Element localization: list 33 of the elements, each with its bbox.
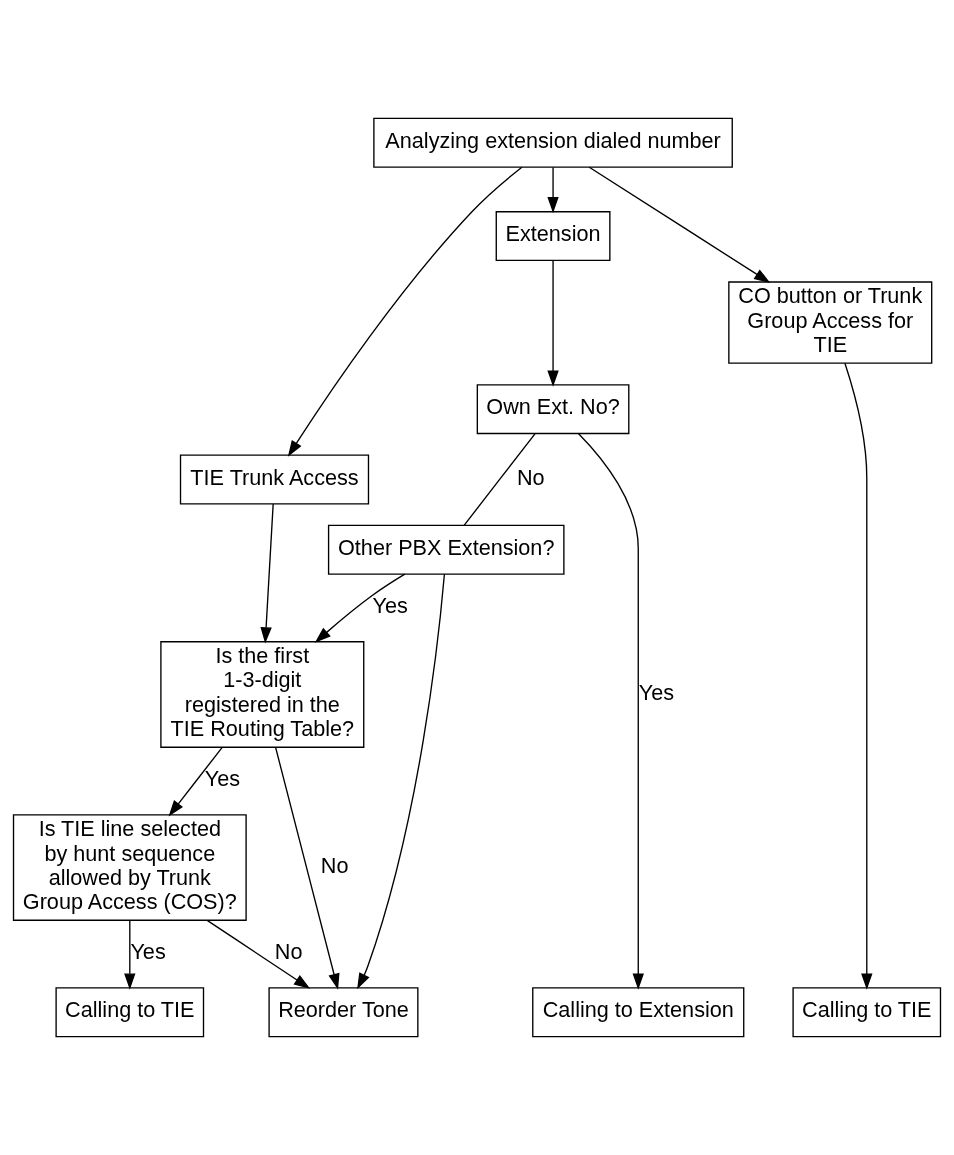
arrow [274, 746, 340, 990]
connector [463, 433, 536, 527]
arrow [547, 166, 559, 214]
node-box: TIE Trunk Access [179, 454, 370, 505]
arrow [357, 573, 446, 990]
edge-label: No [274, 939, 303, 965]
arrow [124, 919, 136, 990]
edge-label: No [320, 852, 349, 878]
node-box: Reorder Tone [268, 987, 419, 1038]
arrow [588, 166, 771, 283]
arrow [314, 573, 406, 643]
edge-label: No [516, 464, 545, 490]
node-box: Analyzing extension dialed number [373, 117, 733, 168]
arrow [287, 166, 523, 457]
edge-label: Yes [130, 939, 166, 965]
node-box: Own Ext. No? [476, 384, 630, 435]
edge-label: Yes [638, 679, 675, 705]
node-box: Is the first 1-3-digit registered in the TIE Routing Table? [160, 641, 365, 748]
arrow [206, 919, 311, 989]
node-box: Other PBX Extension? [327, 524, 565, 575]
node-box: Extension [495, 211, 611, 262]
edge-label: Yes [372, 593, 408, 619]
node-box: Calling to TIE [55, 987, 205, 1038]
arrow [547, 260, 559, 387]
node-box: Calling to Extension [532, 987, 745, 1038]
node-box: CO button or Trunk Group Access for TIE [728, 281, 933, 364]
arrow [577, 433, 644, 990]
node-box: Calling to TIE [792, 987, 942, 1038]
arrow [260, 503, 274, 644]
arrow [168, 746, 223, 817]
edge-label: Yes [204, 766, 241, 792]
arrow [844, 362, 873, 990]
node-box: Is TIE line selected by hunt sequence allowed by Trunk Group Access (COS)? [12, 814, 247, 921]
